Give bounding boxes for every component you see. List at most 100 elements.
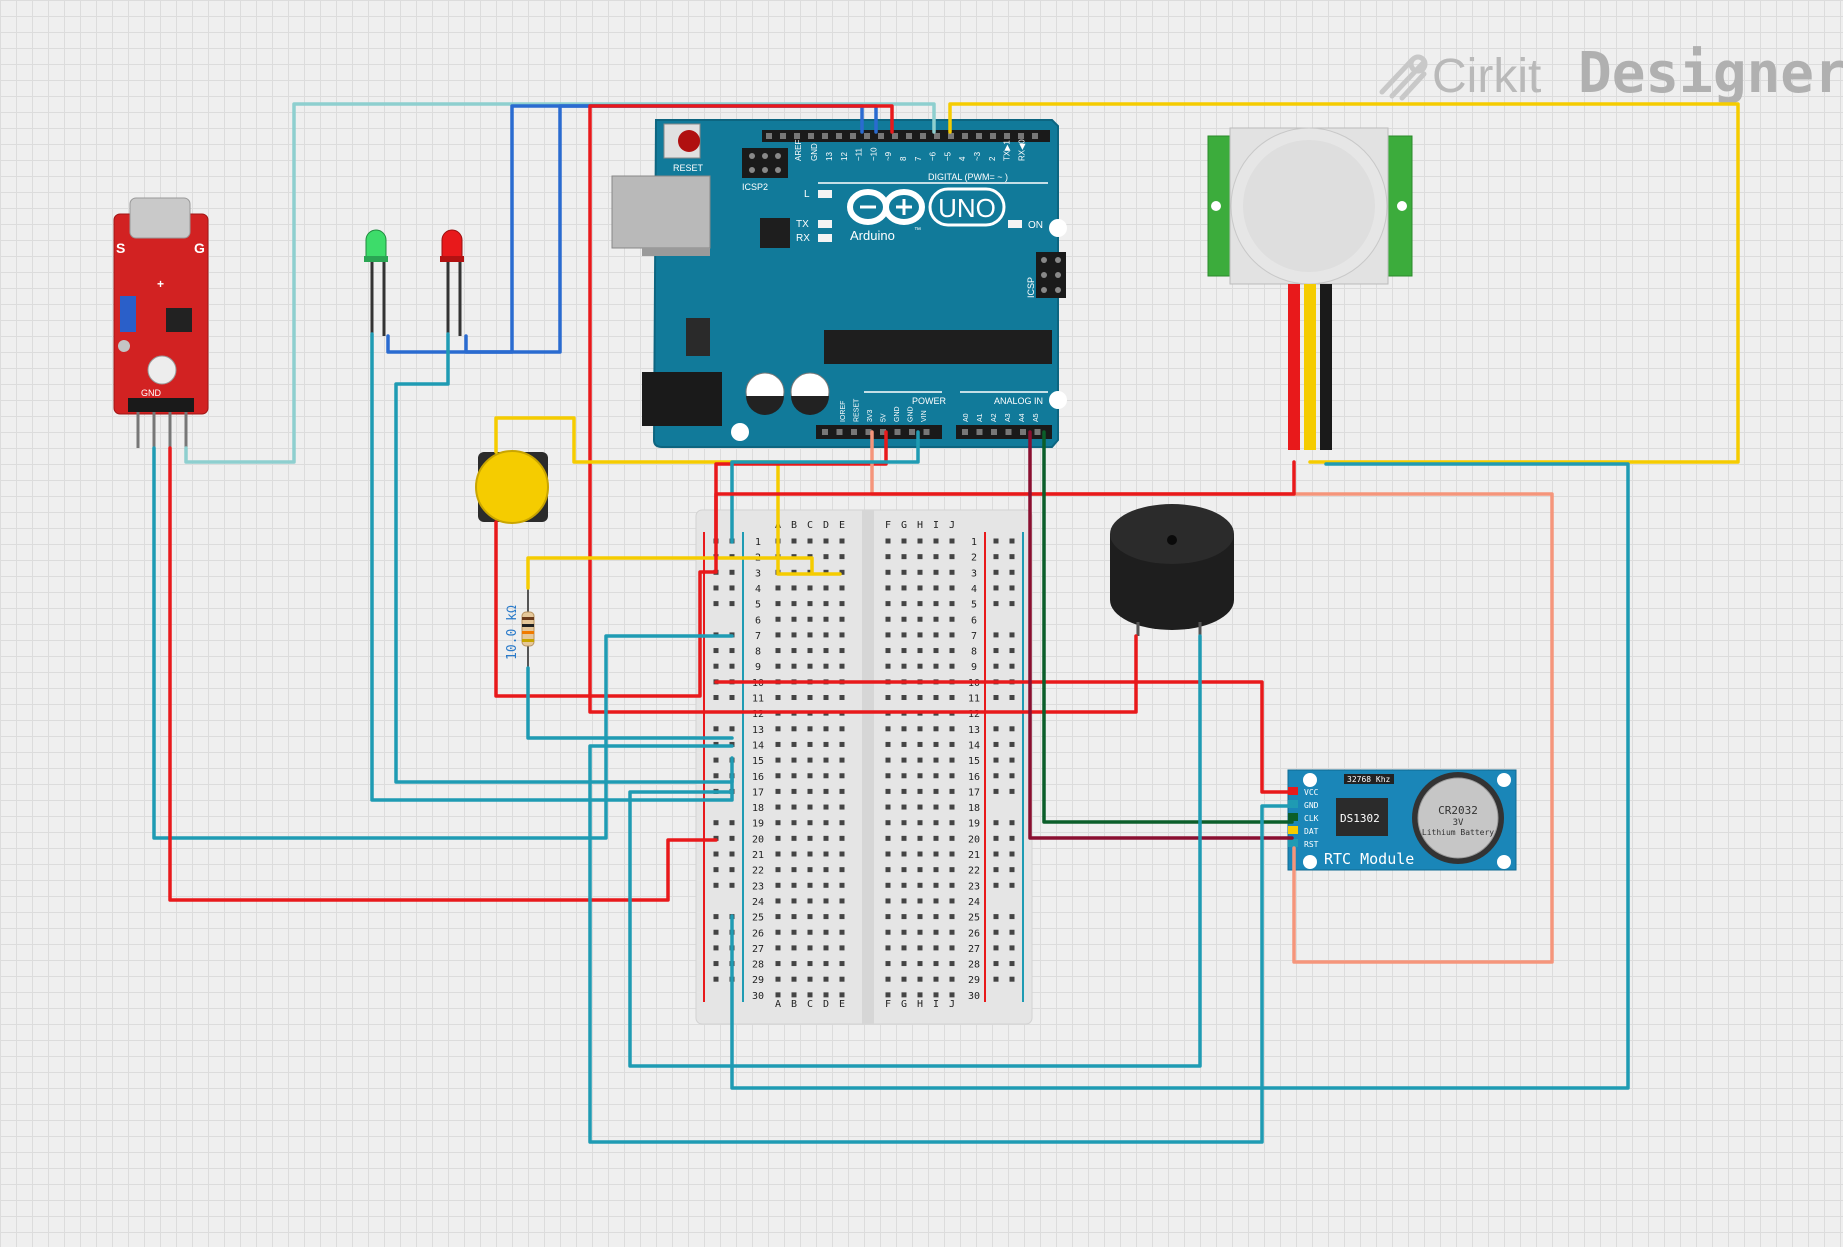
breadboard-hole[interactable] bbox=[839, 835, 845, 841]
breadboard-hole[interactable] bbox=[807, 961, 813, 967]
breadboard-hole[interactable] bbox=[791, 538, 797, 544]
breadboard-hole[interactable] bbox=[823, 773, 829, 779]
breadboard-hole[interactable] bbox=[791, 741, 797, 747]
breadboard-hole[interactable] bbox=[901, 569, 907, 575]
breadboard-hole[interactable] bbox=[839, 616, 845, 622]
breadboard-hole[interactable] bbox=[823, 554, 829, 560]
breadboard-hole[interactable] bbox=[901, 663, 907, 669]
breadboard-hole[interactable] bbox=[791, 820, 797, 826]
rail-hole[interactable] bbox=[1009, 961, 1015, 967]
breadboard-hole[interactable] bbox=[791, 929, 797, 935]
breadboard-hole[interactable] bbox=[775, 585, 781, 591]
rail-hole[interactable] bbox=[1009, 788, 1015, 794]
breadboard-hole[interactable] bbox=[949, 914, 955, 920]
breadboard-hole[interactable] bbox=[791, 992, 797, 998]
breadboard-hole[interactable] bbox=[807, 929, 813, 935]
breadboard-hole[interactable] bbox=[823, 882, 829, 888]
breadboard-hole[interactable] bbox=[885, 569, 891, 575]
rail-hole[interactable] bbox=[1009, 882, 1015, 888]
breadboard-hole[interactable] bbox=[885, 741, 891, 747]
breadboard-hole[interactable] bbox=[775, 851, 781, 857]
breadboard-hole[interactable] bbox=[823, 616, 829, 622]
breadboard-hole[interactable] bbox=[885, 961, 891, 967]
breadboard-hole[interactable] bbox=[885, 773, 891, 779]
rail-hole[interactable] bbox=[993, 585, 999, 591]
breadboard-hole[interactable] bbox=[885, 992, 891, 998]
breadboard-hole[interactable] bbox=[885, 632, 891, 638]
breadboard-hole[interactable] bbox=[885, 945, 891, 951]
breadboard-hole[interactable] bbox=[775, 741, 781, 747]
breadboard-hole[interactable] bbox=[775, 976, 781, 982]
breadboard-hole[interactable] bbox=[917, 929, 923, 935]
breadboard-hole[interactable] bbox=[949, 616, 955, 622]
breadboard-hole[interactable] bbox=[917, 867, 923, 873]
rail-hole[interactable] bbox=[713, 945, 719, 951]
breadboard-hole[interactable] bbox=[901, 914, 907, 920]
breadboard-hole[interactable] bbox=[823, 929, 829, 935]
breadboard-hole[interactable] bbox=[791, 804, 797, 810]
breadboard-hole[interactable] bbox=[917, 882, 923, 888]
breadboard-hole[interactable] bbox=[823, 804, 829, 810]
header-pin[interactable] bbox=[766, 133, 772, 139]
breadboard-hole[interactable] bbox=[791, 632, 797, 638]
rail-hole[interactable] bbox=[729, 820, 735, 826]
breadboard-hole[interactable] bbox=[775, 788, 781, 794]
breadboard-hole[interactable] bbox=[839, 820, 845, 826]
rail-hole[interactable] bbox=[993, 632, 999, 638]
breadboard-hole[interactable] bbox=[949, 804, 955, 810]
breadboard-hole[interactable] bbox=[885, 914, 891, 920]
breadboard-hole[interactable] bbox=[775, 757, 781, 763]
rail-hole[interactable] bbox=[993, 601, 999, 607]
breadboard-hole[interactable] bbox=[949, 788, 955, 794]
header-pin[interactable] bbox=[850, 133, 856, 139]
breadboard-hole[interactable] bbox=[807, 992, 813, 998]
breadboard-hole[interactable] bbox=[775, 695, 781, 700]
header-pin[interactable] bbox=[906, 133, 912, 139]
breadboard-hole[interactable] bbox=[933, 867, 939, 873]
breadboard-hole[interactable] bbox=[901, 867, 907, 873]
breadboard-hole[interactable] bbox=[839, 695, 845, 700]
rail-hole[interactable] bbox=[993, 914, 999, 920]
header-pin[interactable] bbox=[962, 133, 968, 139]
breadboard-hole[interactable] bbox=[917, 898, 923, 904]
rail-hole[interactable] bbox=[713, 867, 719, 873]
breadboard-hole[interactable] bbox=[949, 538, 955, 544]
header-pin[interactable] bbox=[894, 429, 901, 435]
breadboard-hole[interactable] bbox=[775, 867, 781, 873]
breadboard-hole[interactable] bbox=[933, 898, 939, 904]
rail-hole[interactable] bbox=[1009, 554, 1015, 560]
breadboard-hole[interactable] bbox=[839, 773, 845, 779]
breadboard-hole[interactable] bbox=[839, 741, 845, 747]
header-pin[interactable] bbox=[864, 133, 870, 139]
breadboard-hole[interactable] bbox=[885, 757, 891, 763]
breadboard-hole[interactable] bbox=[933, 632, 939, 638]
breadboard-hole[interactable] bbox=[949, 663, 955, 669]
rail-hole[interactable] bbox=[713, 601, 719, 607]
breadboard-hole[interactable] bbox=[917, 945, 923, 951]
breadboard-hole[interactable] bbox=[839, 851, 845, 857]
breadboard-hole[interactable] bbox=[917, 773, 923, 779]
breadboard-hole[interactable] bbox=[901, 726, 907, 732]
breadboard-hole[interactable] bbox=[885, 835, 891, 841]
rail-hole[interactable] bbox=[993, 695, 999, 700]
rail-hole[interactable] bbox=[729, 585, 735, 591]
rail-hole[interactable] bbox=[993, 648, 999, 654]
breadboard-hole[interactable] bbox=[807, 788, 813, 794]
breadboard-hole[interactable] bbox=[917, 976, 923, 982]
rail-hole[interactable] bbox=[1009, 663, 1015, 669]
breadboard-hole[interactable] bbox=[901, 976, 907, 982]
resistor[interactable]: 10.0 kΩ bbox=[505, 588, 535, 668]
rail-hole[interactable] bbox=[993, 663, 999, 669]
breadboard-hole[interactable] bbox=[775, 726, 781, 732]
breadboard-hole[interactable] bbox=[885, 538, 891, 544]
breadboard-hole[interactable] bbox=[791, 585, 797, 591]
header-pin[interactable] bbox=[976, 429, 983, 435]
push-button[interactable] bbox=[475, 450, 549, 524]
breadboard-hole[interactable] bbox=[933, 663, 939, 669]
rail-hole[interactable] bbox=[729, 601, 735, 607]
breadboard-hole[interactable] bbox=[885, 976, 891, 982]
breadboard-hole[interactable] bbox=[933, 976, 939, 982]
breadboard-hole[interactable] bbox=[807, 632, 813, 638]
breadboard-hole[interactable] bbox=[933, 914, 939, 920]
sound-sensor-module[interactable]: S G + GND bbox=[113, 197, 209, 448]
